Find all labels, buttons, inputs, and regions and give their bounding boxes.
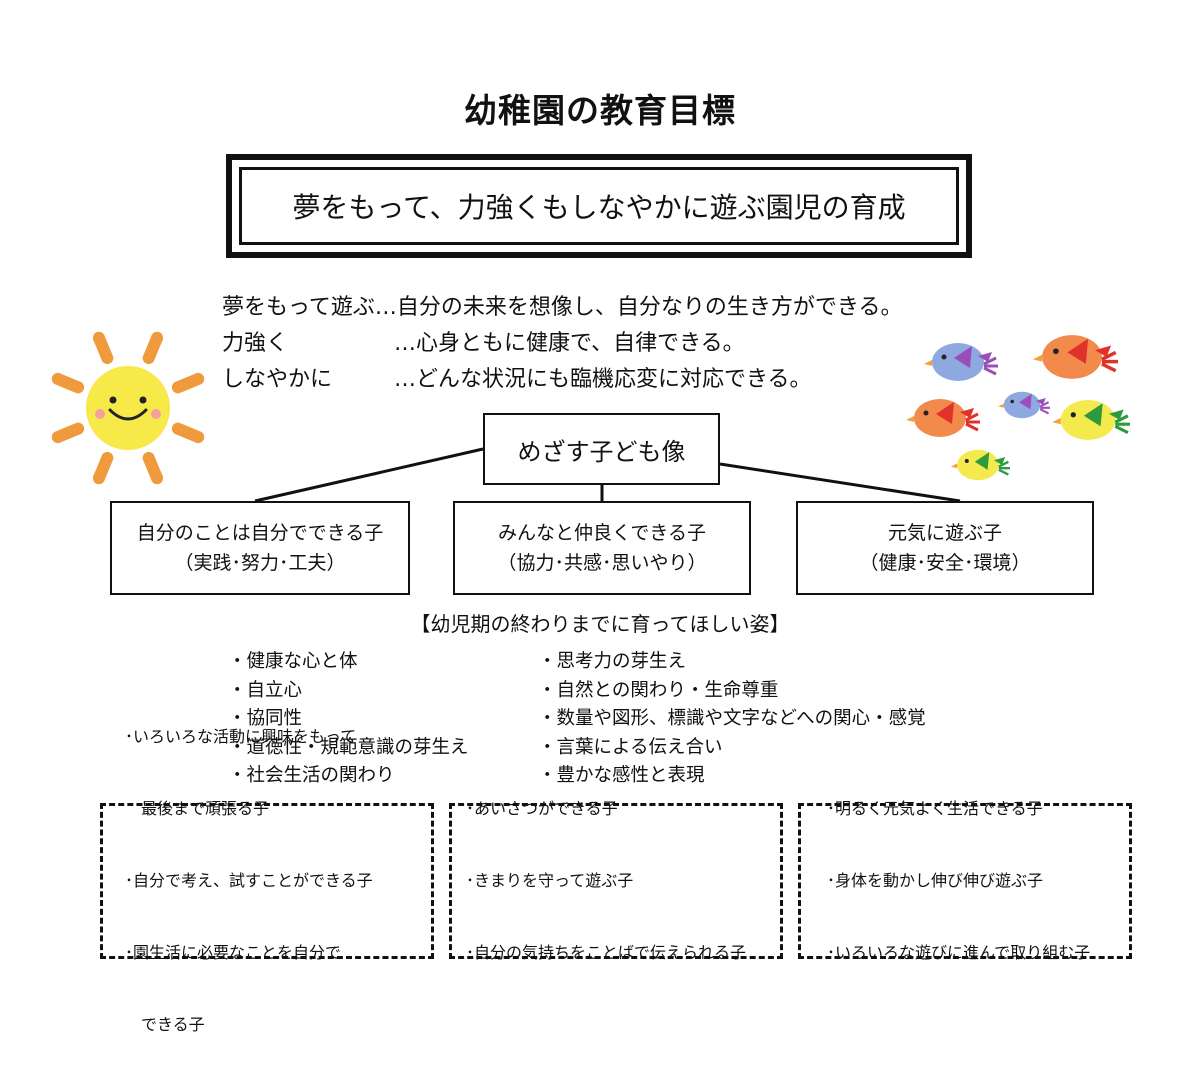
- page-title: 幼稚園の教育目標: [464, 91, 736, 130]
- goals-list-right: ・思考力の芽生え ・自然との関わり・生命尊重 ・数量や図形、標識や文字などへの関…: [538, 648, 926, 791]
- list-item: ･あいさつができる子: [466, 799, 618, 818]
- goal-statement: 夢をもって、力強くもしなやかに遊ぶ園児の育成: [239, 167, 959, 245]
- connector-left: [254, 447, 484, 503]
- list-item: ・自立心: [228, 679, 303, 701]
- connector-right: [719, 462, 961, 503]
- child-title: 自分のことは自分でできる子: [136, 522, 384, 544]
- tree-child-box: 元気に遊ぶ子 （健康･安全･環境）: [796, 501, 1094, 595]
- child-subtitle: （健康･安全･環境）: [859, 552, 1031, 574]
- sun-ray: [92, 331, 114, 365]
- bird-icon: [924, 343, 998, 381]
- list-item: ･明るく元気よく生活できる子: [827, 799, 1043, 818]
- sun-eye-right: [139, 396, 147, 404]
- list-item: ・健康な心と体: [228, 651, 358, 672]
- list-item: ・思考力の芽生え: [538, 651, 687, 672]
- list-item: ・自然との関わり・生命尊重: [538, 679, 779, 701]
- definition-desc: …どんな状況にも臨機応変に対応できる。: [394, 367, 812, 392]
- sun-ray: [51, 422, 85, 444]
- definition-desc: …心身ともに健康で、自律できる。: [394, 331, 745, 356]
- list-item: ・協同性: [228, 708, 303, 729]
- detail-box: ･あいさつができる子 ･きまりを守って遊ぶ子 ･自分の気持ちをことばで伝えられる…: [449, 799, 783, 962]
- list-item: ･きまりを守って遊ぶ子: [466, 871, 634, 890]
- list-item: ･いろいろな遊びに進んで取り組む子: [827, 943, 1091, 962]
- definition-line: 夢をもって遊ぶ…自分の未来を想像し、自分なりの生き方ができる。: [222, 289, 902, 321]
- sun-ray: [51, 372, 85, 394]
- goal-frame: 夢をもって、力強くもしなやかに遊ぶ園児の育成: [226, 154, 972, 258]
- list-item: ・社会生活の関わり: [228, 765, 395, 786]
- sun-ray: [142, 451, 164, 485]
- list-item: ･自分の気持ちをことばで伝えられる子: [466, 943, 747, 962]
- list-item: ・豊かな感性と表現: [538, 765, 705, 786]
- list-item: ･いろいろな活動に興味をもって: [125, 727, 357, 746]
- detail-box: ･いろいろな活動に興味をもって 最後まで頑張る子 ･自分で考え、試すことができる…: [100, 727, 434, 1034]
- list-item: ・数量や図形、標識や文字などへの関心・感覚: [538, 708, 926, 729]
- detail-box: ･明るく元気よく生活できる子 ･身体を動かし伸び伸び遊ぶ子 ･いろいろな遊びに進…: [798, 799, 1132, 962]
- definition-term: 夢をもって遊ぶ: [222, 295, 375, 320]
- sun-ray: [171, 422, 205, 444]
- bird-icon: [906, 399, 980, 437]
- definition-line: 力強く …心身ともに健康で、自律できる。: [222, 325, 745, 357]
- birds-icon: [906, 335, 1130, 481]
- definition-term: しなやかに: [222, 367, 333, 392]
- goals-list-left: ・健康な心と体 ・自立心 ・協同性 ・道徳性・規範意識の芽生え ・社会生活の関わ…: [228, 648, 469, 791]
- tree-child-box: みんなと仲良くできる子 （協力･共感･思いやり）: [453, 501, 751, 595]
- sun-smile: [108, 408, 148, 421]
- sun-eye-left: [109, 396, 117, 404]
- tree-root-box: めざす子ども像: [483, 413, 720, 485]
- sun-ray: [92, 451, 114, 485]
- list-item: ･身体を動かし伸び伸び遊ぶ子: [827, 871, 1044, 890]
- child-subtitle: （実践･努力･工夫）: [174, 552, 346, 574]
- sun-ray: [142, 331, 164, 365]
- child-title: 元気に遊ぶ子: [887, 522, 1002, 544]
- sun-rays: [51, 331, 205, 485]
- section-heading: 【幼児期の終わりまでに育ってほしい姿】: [410, 612, 790, 636]
- list-item: ･自分で考え、試すことができる子: [125, 871, 373, 890]
- bird-icon: [1032, 335, 1118, 379]
- list-item: ・言葉による伝え合い: [538, 736, 723, 758]
- sun-face: [86, 366, 170, 450]
- child-title: みんなと仲良くできる子: [497, 522, 707, 544]
- definition-desc: …自分の未来を想像し、自分なりの生き方ができる。: [374, 295, 903, 320]
- sun-cheek-right: [151, 409, 161, 419]
- bird-icon: [1052, 400, 1130, 440]
- sun-icon: [51, 331, 205, 485]
- bird-icon: [950, 449, 1011, 481]
- sun-ray: [171, 372, 205, 394]
- list-item: ･園生活に必要なことを自分で: [125, 943, 342, 962]
- definition-line: しなやかに …どんな状況にも臨機応変に対応できる。: [222, 361, 812, 393]
- list-item: できる子: [125, 1015, 205, 1034]
- tree-child-box: 自分のことは自分でできる子 （実践･努力･工夫）: [110, 501, 410, 595]
- list-item: 最後まで頑張る子: [125, 799, 270, 818]
- list-item: ・道徳性・規範意識の芽生え: [228, 736, 469, 758]
- sun-cheek-left: [95, 409, 105, 419]
- bird-icon: [998, 391, 1050, 419]
- child-subtitle: （協力･共感･思いやり）: [497, 552, 707, 574]
- definition-term: 力強く: [222, 331, 289, 356]
